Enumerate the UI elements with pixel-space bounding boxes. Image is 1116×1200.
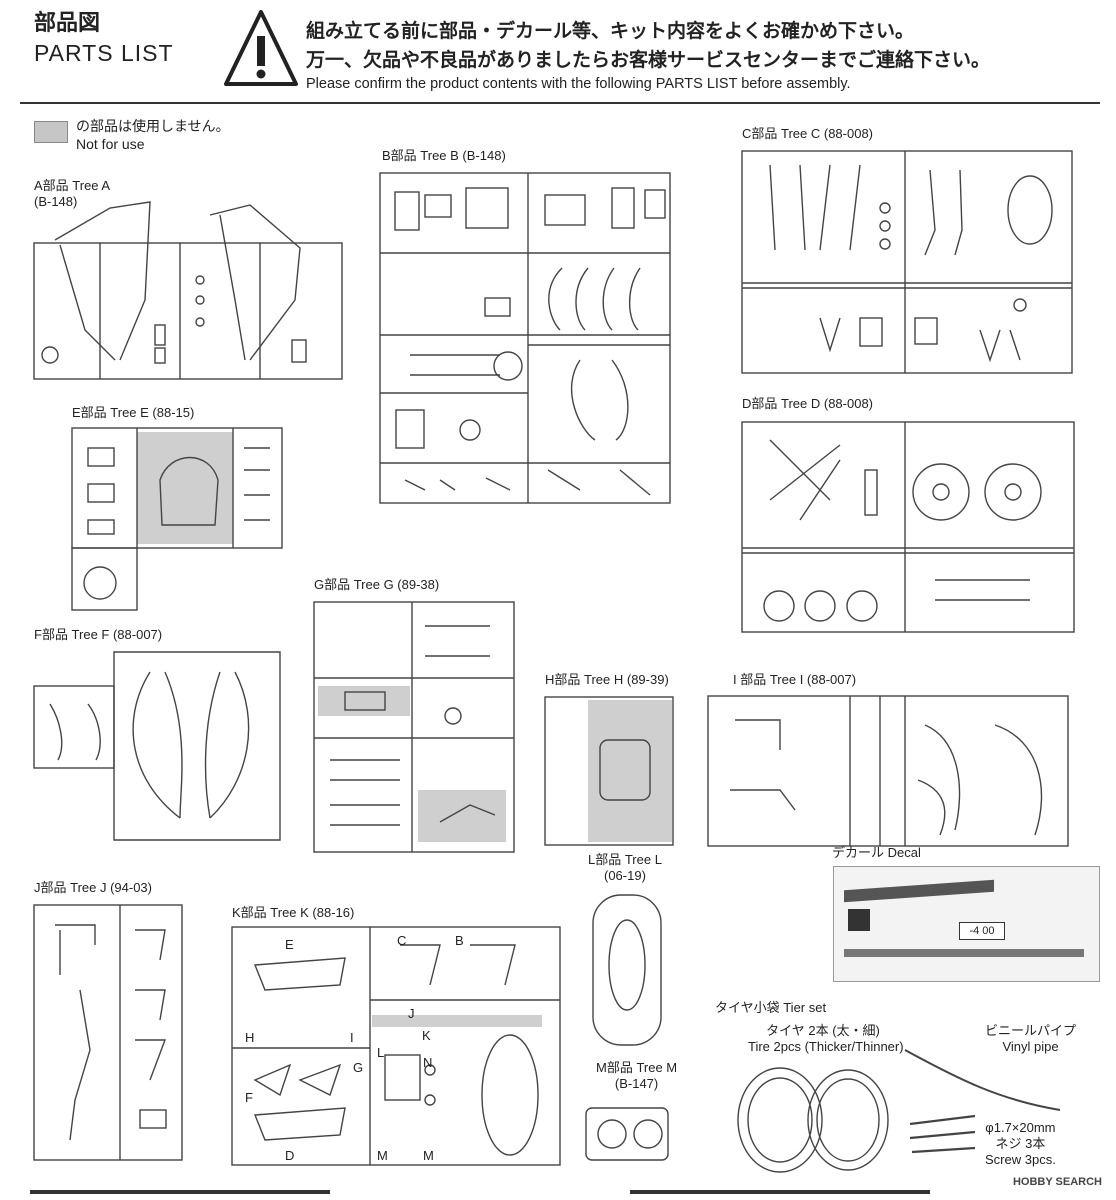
legend-text-ja: の部品は使用しません。	[76, 118, 230, 134]
decal-logo	[848, 909, 870, 931]
tree-c-sprue	[741, 150, 1073, 374]
tree-j-sprue	[33, 904, 183, 1161]
tree-g-label: G部品 Tree G (89-38)	[314, 577, 440, 592]
k-letter: N	[423, 1055, 433, 1070]
decal-stripe-2	[844, 949, 1084, 957]
tree-e-label: E部品 Tree E (88-15)	[72, 405, 195, 420]
warning-text-en: Please confirm the product contents with…	[306, 76, 851, 92]
tree-h-label: H部品 Tree H (89-39)	[545, 672, 669, 687]
tree-k-unused-strip	[372, 1015, 542, 1027]
warning-text-ja-1: 組み立てる前に部品・デカール等、キット内容をよくお確かめ下さい。	[306, 21, 915, 42]
tree-g-sprue	[313, 601, 515, 853]
k-letter: M	[377, 1148, 388, 1163]
tree-k-sprue	[231, 926, 561, 1166]
k-letter: E	[285, 937, 294, 952]
tree-b-label: B部品 Tree B (B-148)	[382, 148, 506, 163]
k-letter: D	[285, 1148, 295, 1163]
tree-h-sprue	[544, 696, 674, 846]
tire-text: タイヤ 2本 (太・細) Tire 2pcs (Thicker/Thinner)	[748, 1023, 904, 1054]
tree-a-sprue	[33, 201, 343, 380]
header-divider	[20, 102, 1100, 104]
tree-e-sprue	[71, 427, 283, 611]
k-letter: L	[377, 1045, 385, 1060]
tree-c-label: C部品 Tree C (88-008)	[742, 126, 873, 141]
tire-set-drawing	[737, 1049, 1061, 1173]
tree-j-label: J部品 Tree J (94-03)	[34, 880, 152, 895]
tree-m-sprue	[585, 1107, 669, 1161]
brand-watermark: HOBBY SEARCH	[1012, 1176, 1102, 1188]
page-title-en: PARTS LIST	[34, 40, 174, 66]
decal-number-plate: -4 00	[959, 922, 1005, 940]
tree-h-unused-area	[588, 700, 672, 842]
legend-text: の部品は使用しません。 Not for use	[76, 117, 230, 153]
warning-icon	[224, 10, 298, 86]
page-title: 部品図 PARTS LIST	[34, 10, 174, 66]
decal-label: デカール Decal	[832, 845, 921, 860]
warning-text-ja-2: 万一、欠品や不良品がありましたらお客様サービスセンターまでご連絡下さい。	[306, 50, 991, 71]
tree-g-unused-area-2	[418, 790, 506, 842]
page-title-ja: 部品図	[34, 10, 101, 35]
tree-b-sprue	[379, 172, 671, 504]
tree-i-sprue	[707, 695, 1069, 847]
vinyl-pipe-text: ビニールパイプ Vinyl pipe	[985, 1023, 1077, 1054]
bottom-band	[30, 1190, 1116, 1200]
k-letter: M	[423, 1148, 434, 1163]
tree-d-label: D部品 Tree D (88-008)	[742, 396, 873, 411]
not-for-use-swatch	[34, 121, 68, 143]
k-letter: G	[353, 1060, 364, 1075]
tree-g-unused-area	[318, 686, 410, 716]
tree-k-label: K部品 Tree K (88-16)	[232, 905, 355, 920]
tree-m-label: M部品 Tree M (B-147)	[596, 1060, 678, 1091]
tree-f-sprue	[33, 651, 281, 841]
k-letter: F	[245, 1090, 253, 1105]
screw-text: φ1.7×20mm ネジ 3本 Screw 3pcs.	[985, 1120, 1056, 1167]
k-letter: H	[245, 1030, 255, 1045]
tree-d-sprue	[741, 421, 1075, 633]
tree-a-label: A部品 Tree A (B-148)	[34, 178, 111, 209]
k-letter: K	[422, 1028, 431, 1043]
k-letter: B	[455, 933, 464, 948]
decal-stripe	[844, 879, 994, 903]
tire-set-label: タイヤ小袋 Tier set	[715, 1000, 827, 1015]
legend-text-en: Not for use	[76, 136, 145, 152]
k-letter: I	[350, 1030, 354, 1045]
tree-f-label: F部品 Tree F (88-007)	[34, 627, 163, 642]
tree-i-label: I 部品 Tree I (88-007)	[733, 672, 857, 687]
k-letter: J	[408, 1006, 415, 1021]
k-letter: C	[397, 933, 407, 948]
tree-l-label: L部品 Tree L (06-19)	[588, 852, 662, 883]
decal-sheet: -4 00	[833, 866, 1100, 982]
tree-l-sprue	[592, 894, 662, 1046]
